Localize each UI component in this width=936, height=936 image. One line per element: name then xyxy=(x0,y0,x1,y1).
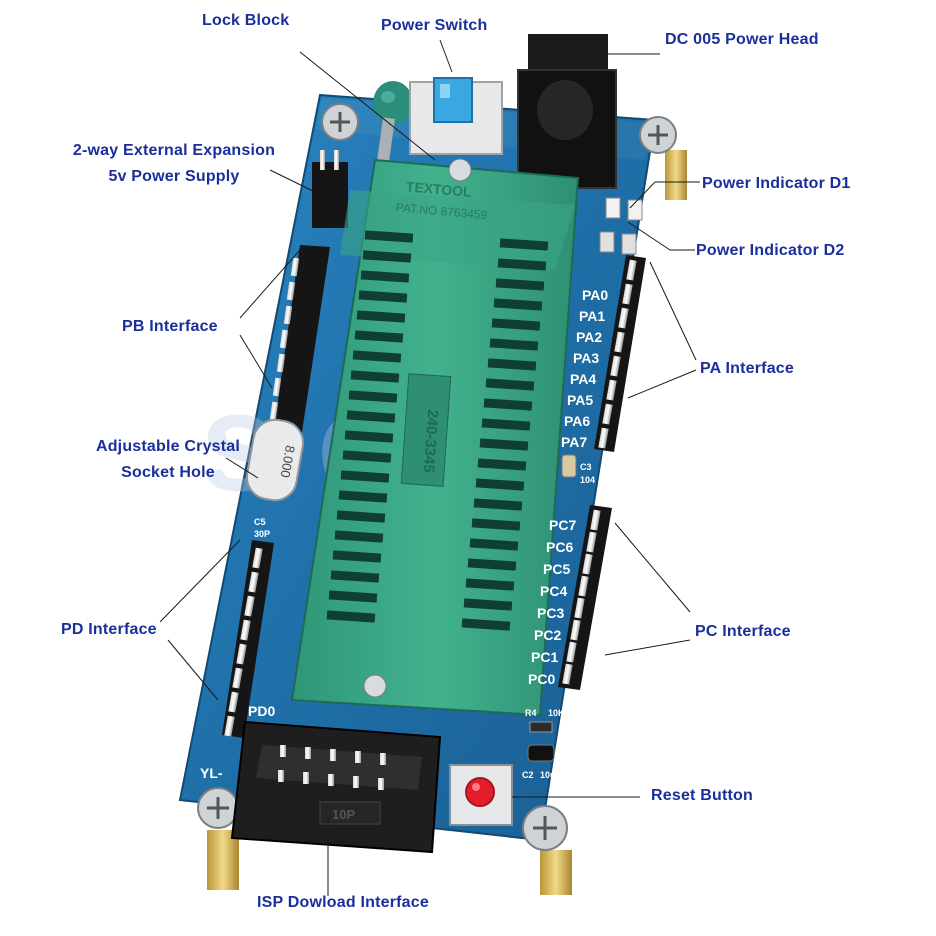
pc-header xyxy=(558,505,612,690)
lock-lever xyxy=(373,81,413,169)
label-power-indicator-d1: Power Indicator D1 xyxy=(702,175,851,192)
silk-c2: C2 xyxy=(522,770,534,780)
crystal: 8.000 xyxy=(245,418,305,502)
standoffs xyxy=(207,150,687,895)
label-ext-power-line1: 2-way External Expansion xyxy=(72,142,276,159)
reset-button: K1 xyxy=(449,764,513,848)
capacitor-c3: C3 104 xyxy=(561,454,595,485)
socket-brand: TEXTOOL xyxy=(405,178,472,200)
label-crystal: Adjustable Crystal Socket Hole xyxy=(86,434,250,486)
pa-pin-labels: PA0 PA1 PA2 PA3 PA4 PA5 PA6 PA7 xyxy=(561,287,608,450)
power-switch xyxy=(409,77,503,155)
zif-socket: TEXTOOL PAT.NO 8763459 xyxy=(290,158,580,717)
label-power-indicator-d2: Power Indicator D2 xyxy=(696,242,845,259)
label-ext-power-line2: 5v Power Supply xyxy=(108,168,240,185)
pin-label-pa3: PA3 xyxy=(573,350,599,366)
pin-label-pc4: PC4 xyxy=(540,583,567,599)
silk-c3: C3 xyxy=(580,462,592,472)
mounting-screws xyxy=(197,103,677,851)
label-crystal-line2: Socket Hole xyxy=(121,464,215,481)
pin-label-pc2: PC2 xyxy=(534,627,561,643)
pin-label-pa1: PA1 xyxy=(579,308,605,324)
label-isp-interface: ISP Dowload Interface xyxy=(257,894,429,911)
pa-header xyxy=(594,255,646,452)
silk-104: 104 xyxy=(580,475,595,485)
dc-power-jack xyxy=(517,34,617,189)
silk-30p: 30P xyxy=(254,529,270,539)
silk-yl: YL- xyxy=(200,765,223,781)
pin-label-pc5: PC5 xyxy=(543,561,570,577)
isp-connector: 10P xyxy=(230,720,442,854)
pin-label-pc0: PC0 xyxy=(528,671,555,687)
leader-lines xyxy=(159,39,700,896)
label-power-switch: Power Switch xyxy=(381,17,488,34)
pin-label-pc3: PC3 xyxy=(537,605,564,621)
power-leds xyxy=(599,197,643,255)
connector-text: 10P xyxy=(332,807,355,822)
label-pa-interface: PA Interface xyxy=(700,360,794,377)
silk-r4: R4 xyxy=(525,708,537,718)
pc-pin-labels: PC7 PC6 PC5 PC4 PC3 PC2 PC1 PC0 xyxy=(528,517,576,687)
silk-c5: C5 xyxy=(254,517,266,527)
label-crystal-line1: Adjustable Crystal xyxy=(95,438,241,455)
socket-part: 240-3345 xyxy=(420,409,441,473)
pin-label-pa0: PA0 xyxy=(582,287,608,303)
pb-header xyxy=(269,245,330,445)
pin-label-pa5: PA5 xyxy=(567,392,593,408)
silk-k1: K1 xyxy=(470,838,482,848)
silk-pd0: PD0 xyxy=(248,703,275,719)
pin-label-pc6: PC6 xyxy=(546,539,573,555)
label-pd-interface: PD Interface xyxy=(61,621,157,638)
pin-label-pc1: PC1 xyxy=(531,649,558,665)
label-lock-block: Lock Block xyxy=(202,12,290,29)
silk-10u: 10u xyxy=(540,770,556,780)
crystal-text: 8.000 xyxy=(278,444,298,479)
pd-header: C5 30P PD0 YL- xyxy=(200,517,275,781)
label-reset-button: Reset Button xyxy=(651,787,753,804)
pin-label-pa7: PA7 xyxy=(561,434,587,450)
capacitor-c2: C2 10u xyxy=(522,744,556,780)
label-dc-power-head: DC 005 Power Head xyxy=(665,31,819,48)
pin-label-pa2: PA2 xyxy=(576,329,602,345)
label-pb-interface: PB Interface xyxy=(122,318,218,335)
silk-10k: 10K xyxy=(548,708,565,718)
pin-label-pc7: PC7 xyxy=(549,517,576,533)
resistor-r4: R4 10K xyxy=(525,708,565,733)
pin-label-pa4: PA4 xyxy=(570,371,596,387)
pin-label-pa6: PA6 xyxy=(564,413,590,429)
label-ext-power: 2-way External Expansion 5v Power Supply xyxy=(58,138,290,190)
label-pc-interface: PC Interface xyxy=(695,623,791,640)
ext-power-header xyxy=(312,150,348,228)
